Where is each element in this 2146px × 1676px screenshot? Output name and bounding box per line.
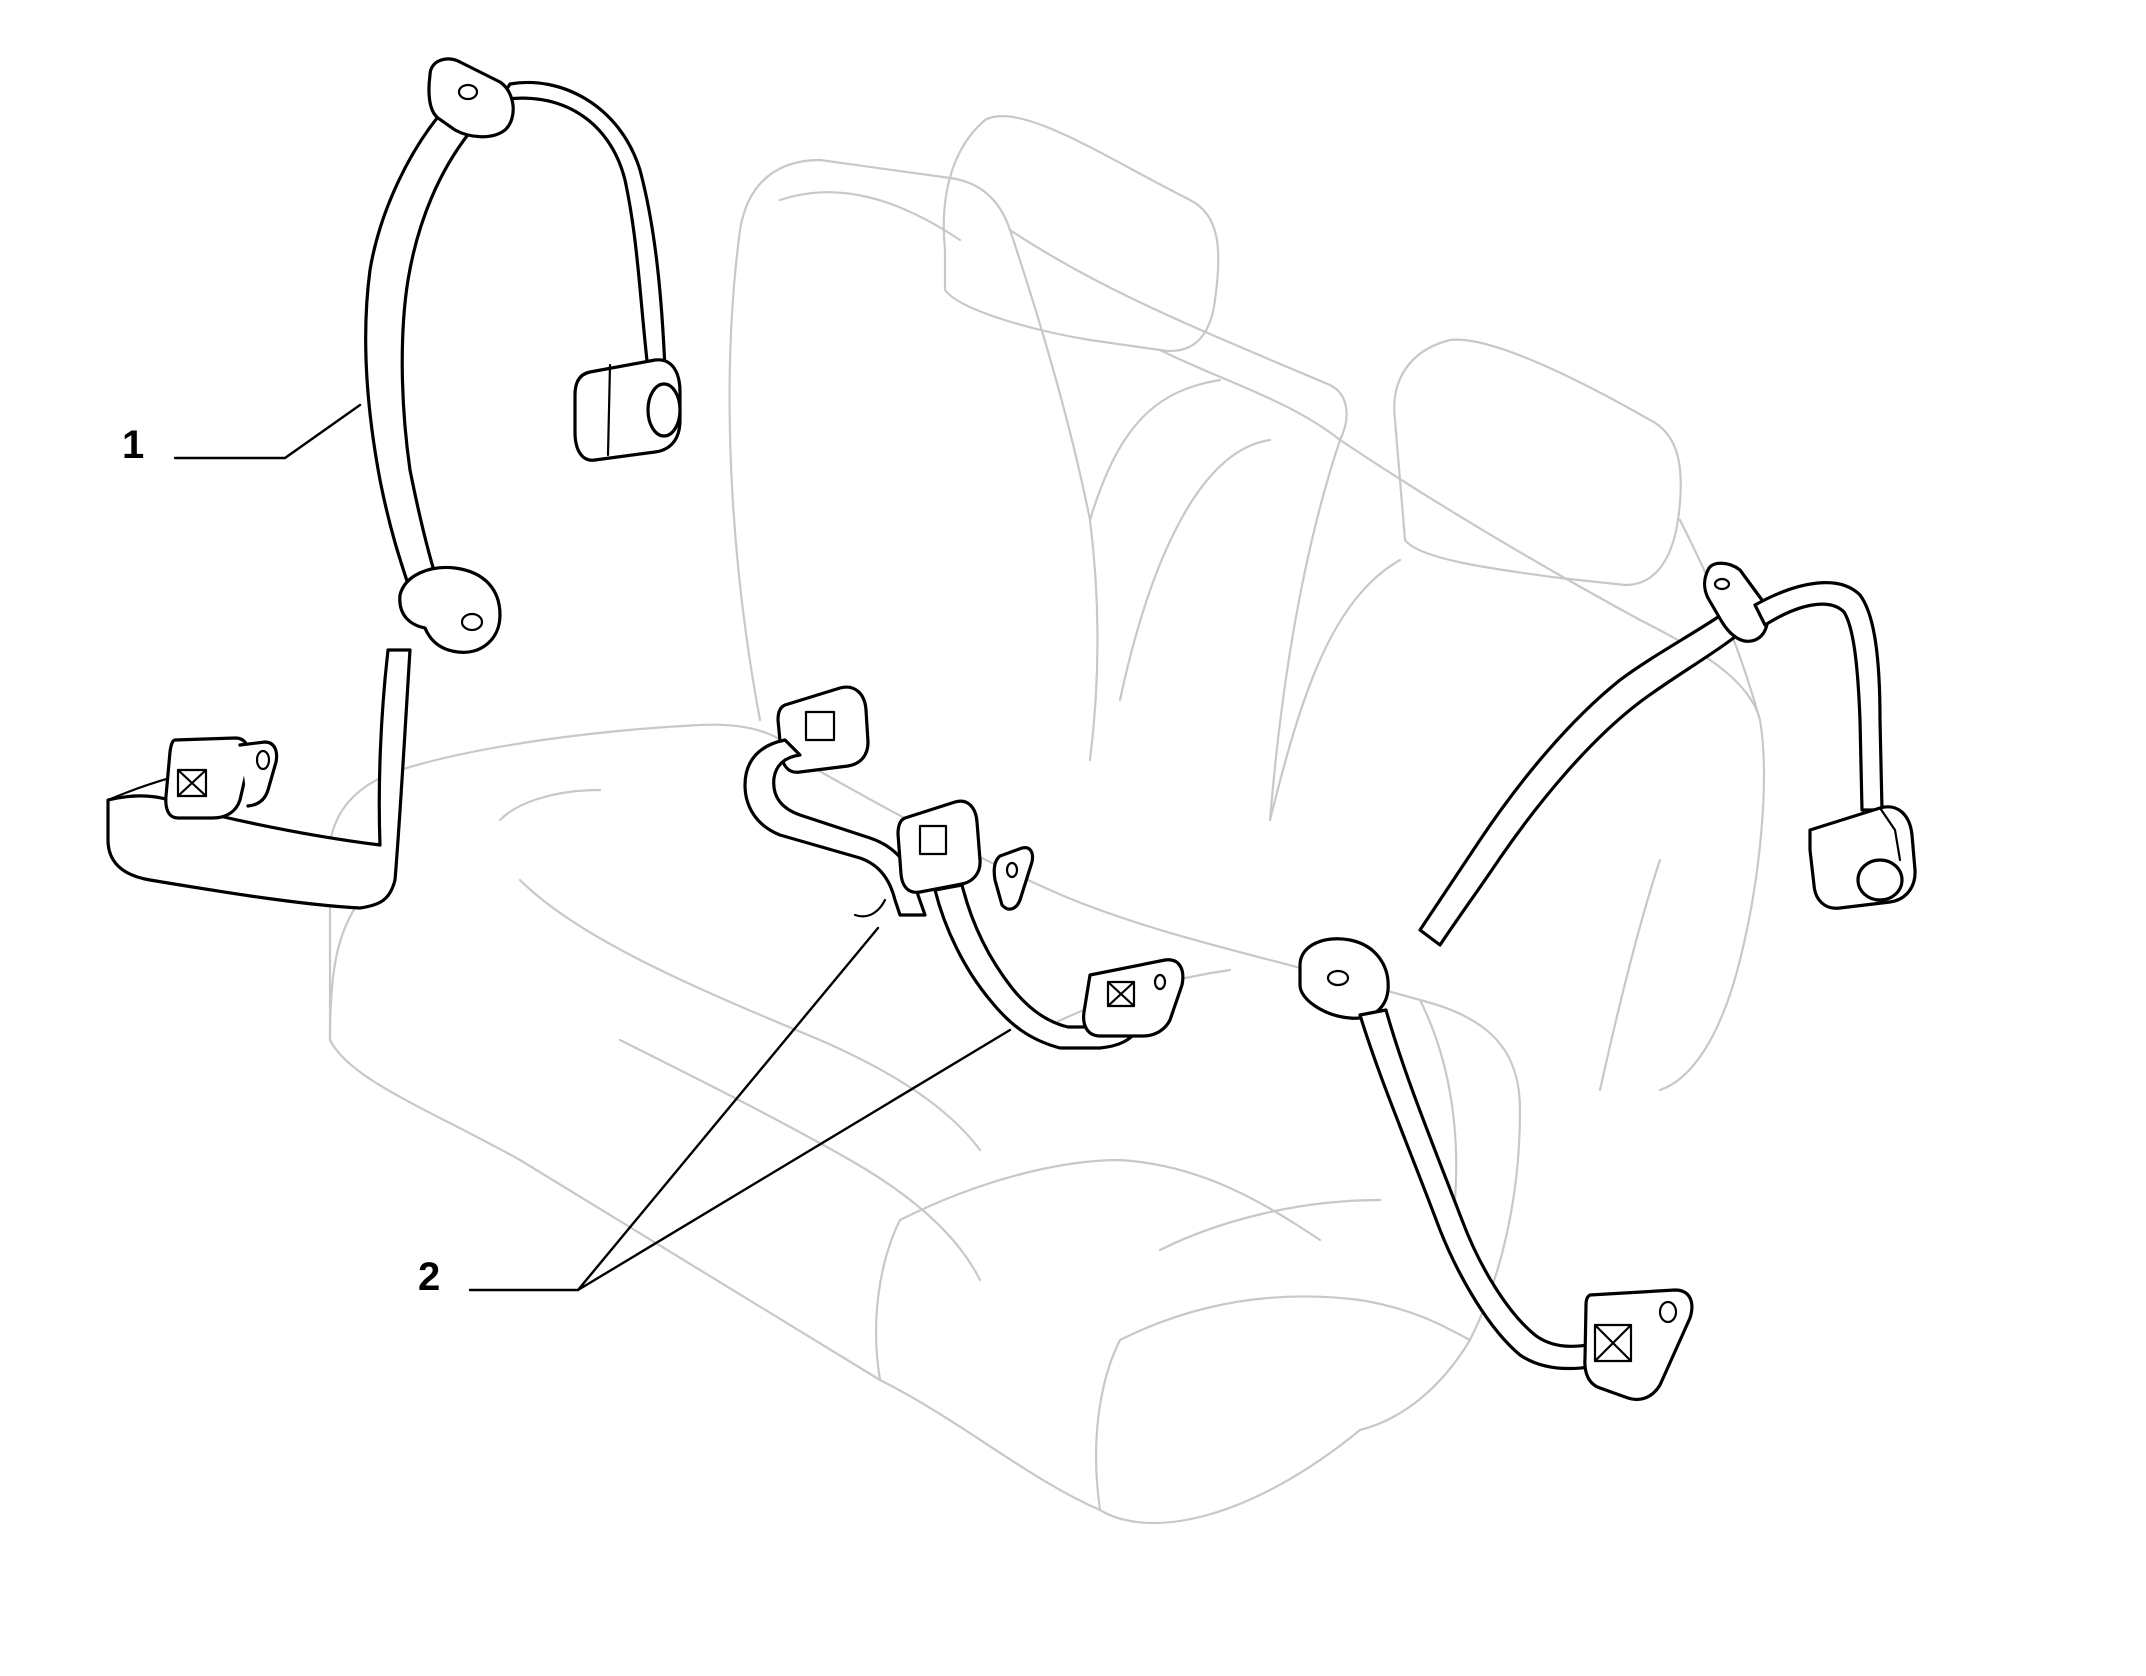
callout-label-2: 2 [418, 1255, 440, 1299]
rear-seat-outline [326, 114, 1766, 1525]
center-buckle-assembly [743, 685, 1185, 1050]
left-belt-webbing-upper [364, 110, 472, 592]
callout-label-1: 1 [122, 423, 144, 467]
left-seat-belt-assembly [106, 57, 682, 910]
right-belt-webbing-upper [1418, 598, 1754, 947]
center-buckle-right [896, 799, 982, 894]
callout-leader-1 [173, 403, 362, 460]
right-belt-webbing-retractor [1753, 581, 1884, 812]
center-buckle-left [776, 685, 870, 774]
headrest-center [942, 114, 1220, 352]
headrest-right [1393, 338, 1682, 587]
right-seat-belt-assembly [1298, 561, 1917, 1402]
left-belt-webbing-lower [106, 648, 412, 910]
right-belt-floor-anchor [1583, 1288, 1694, 1402]
callout-1: 1 [122, 403, 362, 467]
callout-leader-2 [468, 926, 1012, 1292]
seat-cushion [326, 723, 1522, 1525]
left-belt-webbing-retractor [498, 80, 667, 372]
right-belt-guide-loop [1298, 937, 1390, 1020]
left-belt-guide-loop [398, 565, 502, 654]
left-belt-retractor [573, 358, 682, 462]
center-buckle-left-strap [743, 738, 927, 917]
callout-2: 2 [418, 926, 1012, 1299]
right-belt-upper-anchor [1703, 561, 1770, 643]
backrest-center [1008, 228, 1348, 822]
backrest-left [728, 158, 1099, 762]
center-buckle-bracket [992, 846, 1035, 911]
